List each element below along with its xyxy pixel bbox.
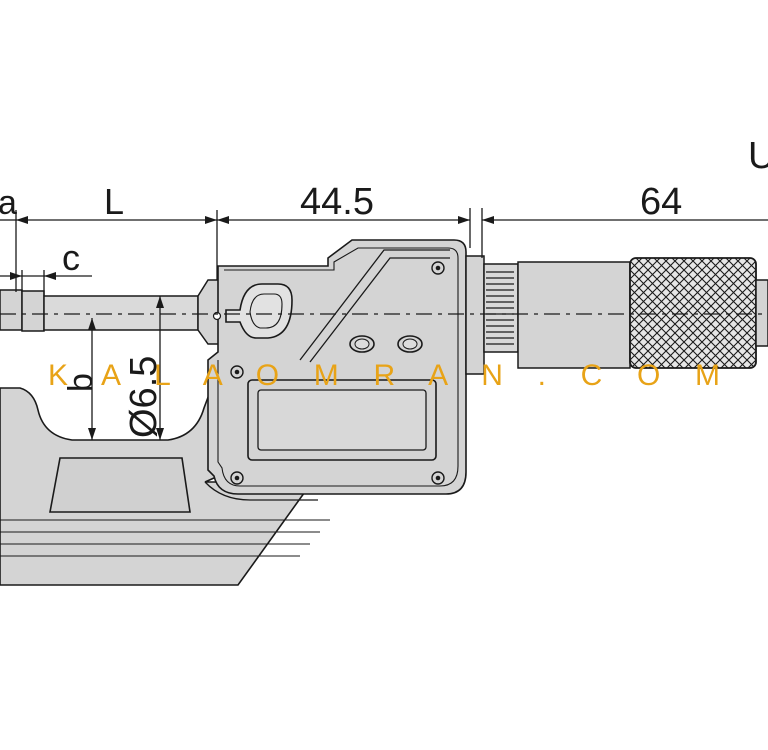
- digital-head: [207, 239, 467, 495]
- dimension-arrows: [10, 216, 494, 440]
- label-b: b: [62, 373, 100, 392]
- label-a: a: [0, 184, 17, 222]
- frame: [0, 289, 330, 586]
- label-44-5: 44.5: [300, 181, 374, 223]
- spindle: [21, 279, 221, 345]
- thimble-assembly: [465, 255, 768, 375]
- label-64: 64: [640, 181, 682, 223]
- label-L: L: [104, 181, 124, 222]
- label-U-partial: U: [748, 135, 768, 177]
- label-diameter: Ø6.5: [123, 356, 165, 438]
- label-c: c: [62, 237, 80, 278]
